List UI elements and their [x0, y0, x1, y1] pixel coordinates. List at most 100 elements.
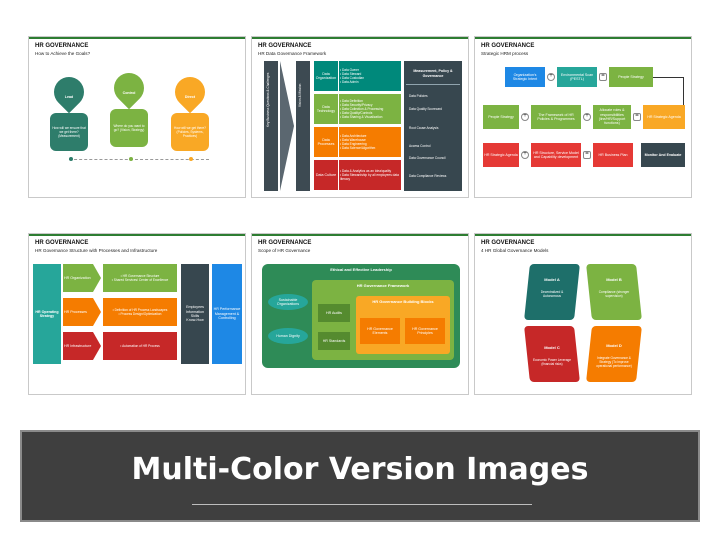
timeline-line [69, 159, 209, 160]
slide-thumbnail-3[interactable]: HR GOVERNANCE Strategic HRM process Orga… [474, 36, 692, 198]
pin-label: Control [122, 91, 136, 95]
slide-subtitle: HR Data Governance Framework [258, 51, 327, 56]
process-box: HR Strategic Agenda [483, 143, 519, 167]
row-text: • Definition of HR Process Landscapes • … [103, 298, 177, 326]
process-box: Monitor And Evaluate [641, 143, 685, 167]
row-chevron [63, 298, 93, 326]
pin-callout [110, 109, 148, 147]
row-label: HR Processes [64, 309, 87, 314]
right-item: Data Policies [409, 94, 428, 98]
slide-thumbnail-1[interactable]: HR GOVERNANCE How to Achieve the Goals? … [28, 36, 246, 198]
slide-subtitle: Strategic HRM process [481, 51, 529, 56]
equals-icon: = [633, 113, 641, 121]
arrow-shape [280, 61, 294, 191]
right-panel [404, 61, 462, 191]
plus-icon: + [583, 113, 591, 121]
right-item: Data Governance Council [409, 156, 446, 160]
performance-column: HR Performance Management & Controlling [212, 264, 242, 364]
pin-callout [171, 113, 209, 151]
left-column-shape [264, 61, 278, 191]
row-items: • Data & Analytics as an Idea/quality • … [339, 160, 401, 190]
equals-icon: = [599, 73, 607, 81]
timeline-dot [69, 157, 73, 161]
model-name: Model A [544, 276, 560, 282]
row-items: • Data Architecture • Data Warehouse • D… [339, 127, 401, 157]
row-chevron [63, 264, 93, 292]
process-box: People Strategy [483, 105, 519, 129]
block-item: HR Governance Elements [360, 318, 400, 344]
process-box: The Framework of HR Policies & Programme… [531, 105, 581, 129]
model-name: Model D [606, 342, 622, 348]
left-item: Human Dignity [268, 328, 308, 344]
model-text: Decentralized & Autonomous [540, 289, 564, 298]
slide-title: HR GOVERNANCE [481, 43, 535, 49]
row-text: • Automation of HR Process [103, 332, 177, 360]
mid-column-shape [296, 61, 310, 191]
process-box: Environmental Scan (PESTL) [557, 67, 597, 87]
left-column-label: Key Business Questions & Challenges [266, 72, 270, 127]
slide-title: HR GOVERNANCE [258, 43, 312, 49]
outer-frame-label: Ethical and Effective Leadership [330, 267, 392, 272]
slide-thumbnail-2[interactable]: HR GOVERNANCE HR Data Governance Framewo… [251, 36, 469, 198]
equals-icon: = [583, 151, 591, 159]
row-text: • HR Governance Structure • Shared Servi… [103, 264, 177, 292]
section-banner: Multi-Color Version Images [20, 430, 700, 522]
pin-text: How will we get there? (Policies, System… [174, 125, 206, 139]
plus-icon: + [521, 113, 529, 121]
pin-label: Direct [184, 95, 196, 99]
banner-title: Multi-Color Version Images [131, 452, 589, 487]
plus-icon: + [547, 73, 555, 81]
model-name: Model C [544, 344, 560, 350]
model-text: Compliance (stronger supervision) [598, 289, 630, 298]
slide-subtitle: 4 HR Global Governance Models [481, 248, 549, 253]
row-label: Data Culture [314, 160, 338, 190]
row-label: Data Technology [314, 94, 338, 124]
row-chevron [63, 332, 93, 360]
slide-thumbnail-5[interactable]: HR GOVERNANCE Scope of HR Governance Eth… [251, 233, 469, 395]
slide-title: HR GOVERNANCE [35, 240, 89, 246]
slide-subtitle: HR Governance Structure with Processes a… [35, 248, 158, 253]
pin-label: Lead [64, 95, 74, 99]
control-pin-icon [107, 66, 151, 110]
right-item: Root Cause Analysis [409, 126, 439, 130]
timeline-dot [129, 157, 133, 161]
slide-accent-bar [475, 234, 691, 236]
model-text: Integrate Governance & Strategy (To impr… [596, 355, 632, 369]
model-name: Model B [606, 276, 622, 282]
block-item: HR Governance Principles [405, 318, 445, 344]
process-box: Organization's Strategic Intent [505, 67, 545, 87]
slide-title: HR GOVERNANCE [258, 240, 312, 246]
direct-pin-icon [168, 70, 212, 114]
process-box: HR Business Plan [593, 143, 633, 167]
pin-text: Where do you want to go? (Vision, Strate… [113, 123, 145, 132]
process-box: Allocate roles & responsibilities (line/… [593, 105, 631, 129]
pin-text: How will we ensure that we get there? (M… [52, 125, 86, 139]
row-items: • Data Owner • Data Steward • Data Custo… [339, 61, 401, 91]
chevron-tip [93, 264, 101, 292]
operating-strategy-box: HR Operating Strategy [33, 264, 61, 364]
slide-accent-bar [252, 234, 468, 236]
employees-column: Employees Information Skills Know-How [181, 264, 209, 364]
slide-thumbnail-6[interactable]: HR GOVERNANCE 4 HR Global Governance Mod… [474, 233, 692, 395]
slide-title: HR GOVERNANCE [35, 43, 89, 49]
slide-accent-bar [29, 37, 245, 39]
slide-title: HR GOVERNANCE [481, 240, 535, 246]
chevron-tip [93, 298, 101, 326]
connector-line [683, 77, 684, 117]
pin-callout [50, 113, 88, 151]
right-item: Access Control [409, 144, 431, 148]
slide-thumbnail-4[interactable]: HR GOVERNANCE HR Governance Structure wi… [28, 233, 246, 395]
right-item: Data Quality Scorecard [409, 107, 442, 111]
timeline-dot [189, 157, 193, 161]
slide-accent-bar [475, 37, 691, 39]
right-panel-header: Measurement, Policy & Governance [406, 63, 460, 85]
row-label: Data Organization [314, 61, 338, 91]
chevron-tip [93, 332, 101, 360]
process-box: HR Strategic Agenda [643, 105, 685, 129]
slide-subtitle: Scope of HR Governance [258, 248, 311, 253]
framework-label: HR Governance Framework [356, 283, 410, 288]
lead-pin-icon [47, 70, 91, 114]
model-text: Economic Power Leverage (financial risks… [532, 357, 572, 366]
mid-item: HR Audits [318, 304, 350, 322]
